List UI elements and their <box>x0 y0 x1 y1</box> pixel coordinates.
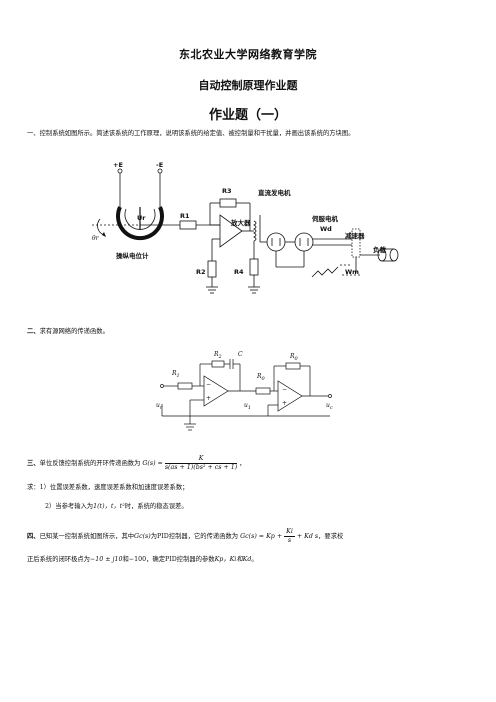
control-system-figure <box>92 168 399 294</box>
question-2-text: 求有源网络的传递函数。 <box>39 328 109 335</box>
servo-motor-label: 伺服电机 <box>312 215 338 223</box>
input-terminal <box>160 384 164 388</box>
question-4-line-2: 正后系统的闭环极点为−10 ± j10和−100，确定PID控制器的参数Kp，K… <box>27 556 258 563</box>
question-3-req-2: 2）当参考输入为1(t)，t，t²时，系统的稳态误差。 <box>45 503 188 510</box>
potentiometer-label: 操纵电位计 <box>116 252 149 260</box>
load-label: 负载 <box>373 246 386 254</box>
opamp-2-minus: − <box>282 386 288 393</box>
ur-label: ur <box>156 402 163 412</box>
r2-label: R2 <box>196 268 206 276</box>
r1-resistor <box>177 382 193 390</box>
question-4: 四、已知某一控制系统如图所示，其中Gc(s)为PID控制器，它的传递函数为 Gc… <box>27 528 344 544</box>
r3-label: R3 <box>222 187 232 195</box>
r2-resistor <box>211 360 225 368</box>
question-2: 二、求有源网络的传递函数。 <box>27 327 477 337</box>
r1-resistor <box>179 220 197 230</box>
amplifier-label: 放大器 <box>231 219 251 227</box>
r1-label: R1 <box>180 212 190 220</box>
c-label: C <box>238 351 243 358</box>
opamp-2-plus: + <box>282 400 288 407</box>
question-3-number: 三、 <box>27 460 40 467</box>
potentiometer-arc <box>116 206 164 241</box>
minus-e-label: -E <box>156 161 164 169</box>
active-network-figure <box>160 359 332 431</box>
question-1-text: 控制系统如图所示。简述该系统的工作原理，说明该系统的给定值、被控制量和干扰量，并… <box>39 130 355 137</box>
output-terminal <box>328 394 332 398</box>
opamp-1-plus: + <box>206 395 212 402</box>
dc-generator-label: 直流发电机 <box>258 189 291 197</box>
question-4-number: 四、 <box>27 533 40 540</box>
plus-e-label: +E <box>113 161 123 169</box>
wd-label: Wd <box>320 225 332 233</box>
minus-e-terminal <box>157 168 163 174</box>
feedback-linkage <box>311 257 357 278</box>
r0-feedback-label: R0 <box>290 353 298 363</box>
r4-resistor <box>249 258 259 276</box>
plus-e-terminal <box>117 168 123 174</box>
r4-label: R4 <box>234 268 244 276</box>
r2-label: R2 <box>214 351 222 361</box>
r0-input-resistor <box>255 387 271 395</box>
u1-label: u1 <box>244 402 252 412</box>
question-3-text: 单位反馈控制系统的开环传递函数为 <box>39 460 141 467</box>
open-loop-fraction: K s(as + 1)(bs² + cs + 1) <box>164 455 238 472</box>
question-1-number: 一、 <box>27 130 40 137</box>
course-title: 自动控制原理作业题 <box>198 79 298 92</box>
opamp-1-minus: − <box>206 381 212 388</box>
opamp-1-symbol <box>203 375 229 407</box>
r0-feedback-resistor <box>285 362 301 370</box>
servo-motor-symbol <box>294 232 314 252</box>
open-loop-gs: G(s) = <box>142 460 163 467</box>
r0-input-label: R0 <box>257 373 265 383</box>
school-name: 东北农业大学网络教育学院 <box>179 48 317 61</box>
r1-label: R1 <box>172 370 180 380</box>
question-1: 一、控制系统如图所示。简述该系统的工作原理，说明该系统的给定值、被控制量和干扰量… <box>27 129 477 139</box>
ur-label: Ur <box>137 214 146 222</box>
uc-label: uc <box>326 402 333 412</box>
opamp-2-symbol <box>277 380 303 412</box>
theta-r-label: θr <box>92 235 99 242</box>
generator-coil <box>253 220 257 242</box>
r2-resistor <box>207 260 217 278</box>
open-loop-denominator: s(as + 1)(bs² + cs + 1) <box>164 464 238 471</box>
wm-label: Wm <box>345 268 359 276</box>
reducer-label: 减速器 <box>345 232 365 240</box>
open-loop-numerator: K <box>164 455 238 464</box>
rotation-arrow-icon <box>97 218 105 236</box>
dc-generator-symbol <box>266 232 286 252</box>
question-3-req-1: 求：1）位置误差系数，速度误差系数和加速度误差系数； <box>27 484 189 491</box>
pid-fraction: Ki s <box>284 528 295 544</box>
question-3: 三、单位反馈控制系统的开环传递函数为 G(s) = K s(as + 1)(bs… <box>27 455 246 472</box>
homework-title: 作业题（一） <box>208 108 287 123</box>
r3-resistor <box>219 198 237 208</box>
question-2-number: 二、 <box>27 328 40 335</box>
amplifier-symbol <box>219 214 243 248</box>
